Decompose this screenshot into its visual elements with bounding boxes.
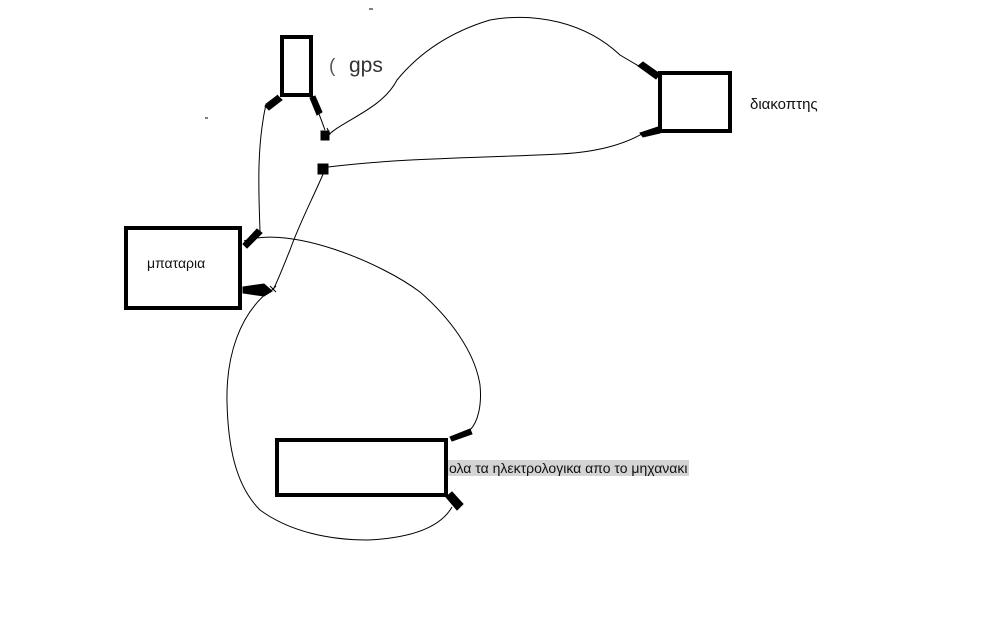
switch-box: [658, 71, 732, 133]
connector-electrical-top: [449, 428, 473, 442]
wire-battery-to-gps: [258, 94, 279, 233]
connector-gps-left: [264, 95, 283, 111]
joint-mark-battery: [269, 285, 277, 293]
connector-battery-bottom: [242, 283, 273, 297]
wire-connector-a-to-switch: [326, 16, 643, 138]
connector-node-b: [317, 163, 329, 175]
connector-switch-bottom: [639, 126, 661, 138]
battery-box: [124, 226, 242, 310]
wire-battery-loop: [243, 236, 481, 431]
connector-electrical-bottom: [445, 491, 464, 511]
electrical-label: ολα τα ηλεκτρολογικα απο το μηχανακι: [448, 460, 689, 476]
gps-paren-mark: (: [329, 56, 336, 77]
connector-battery-top: [242, 228, 263, 249]
switch-label: διακοπτης: [750, 96, 818, 113]
connector-gps-right: [309, 95, 323, 116]
wire-connector-b-down: [272, 171, 325, 291]
stray-marks: [205, 8, 373, 119]
connector-switch-top: [637, 61, 661, 80]
gps-box: [280, 35, 313, 97]
gps-label: gps: [349, 54, 383, 77]
wire-battery-to-electrical-bottom: [226, 291, 453, 541]
joint-mark-a: [325, 127, 331, 137]
connector-node-a: [320, 130, 330, 141]
battery-label: μπαταρια: [147, 255, 206, 271]
wire-connector-b-to-switch: [327, 131, 646, 168]
electrical-box: [275, 438, 448, 497]
